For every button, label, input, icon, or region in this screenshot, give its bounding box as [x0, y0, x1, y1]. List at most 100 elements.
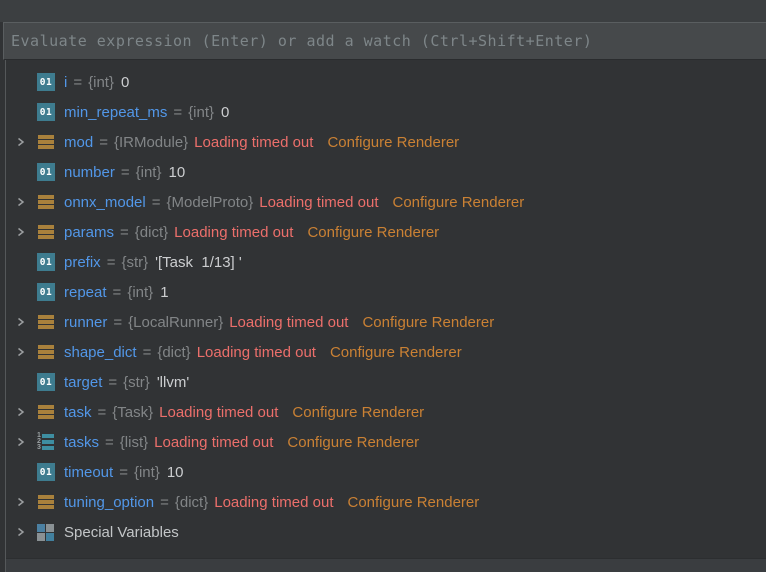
equals-sign: =: [97, 403, 107, 421]
primitive-value-icon: 01: [37, 253, 57, 271]
configure-renderer-link[interactable]: Configure Renderer: [287, 433, 420, 451]
variable-value: 10: [166, 463, 184, 481]
evaluate-expression-input[interactable]: Evaluate expression (Enter) or add a wat…: [3, 22, 766, 60]
equals-sign: =: [112, 283, 122, 301]
object-stack-icon: [37, 493, 57, 511]
01-badge: 01: [37, 463, 55, 481]
equals-sign: =: [105, 433, 114, 451]
variable-name: runner: [64, 313, 108, 331]
variable-type: {int}: [88, 73, 114, 91]
expand-chevron-icon[interactable]: [13, 436, 37, 448]
expand-chevron-icon[interactable]: [13, 526, 37, 538]
expand-chevron-icon[interactable]: [13, 496, 37, 508]
loading-timed-out-text: Loading timed out: [174, 223, 294, 241]
loading-timed-out-text: Loading timed out: [159, 403, 279, 421]
variable-name: mod: [64, 133, 94, 151]
variable-name: i: [64, 73, 68, 91]
variable-type: {ModelProto}: [166, 193, 254, 211]
variable-name: params: [64, 223, 115, 241]
01-badge: 01: [37, 373, 55, 391]
configure-renderer-link[interactable]: Configure Renderer: [347, 493, 480, 511]
variable-name: target: [64, 373, 103, 391]
01-badge: 01: [37, 253, 55, 271]
expand-chevron-icon[interactable]: [13, 346, 37, 358]
expand-chevron-icon[interactable]: [13, 196, 37, 208]
01-badge: 01: [37, 103, 55, 121]
variable-type: {LocalRunner}: [128, 313, 224, 331]
configure-renderer-link[interactable]: Configure Renderer: [307, 223, 440, 241]
configure-renderer-link[interactable]: Configure Renderer: [292, 403, 425, 421]
loading-timed-out-text: Loading timed out: [214, 493, 334, 511]
equals-sign: =: [120, 163, 130, 181]
special-variables-label: Special Variables: [64, 523, 179, 541]
variable-name: min_repeat_ms: [64, 103, 168, 121]
equals-sign: =: [173, 103, 183, 121]
special-variables-grid-icon: [37, 523, 57, 541]
variable-type: {dict}: [174, 493, 209, 511]
variable-type: {dict}: [134, 223, 169, 241]
expand-chevron-icon[interactable]: [13, 316, 37, 328]
expand-chevron-icon[interactable]: [13, 136, 37, 148]
primitive-value-icon: 01: [37, 463, 57, 481]
configure-renderer-link[interactable]: Configure Renderer: [329, 343, 462, 361]
primitive-value-icon: 01: [37, 283, 57, 301]
variable-row[interactable]: onnx_model={ModelProto}Loading timed out…: [0, 187, 766, 217]
equals-sign: =: [113, 313, 123, 331]
primitive-value-icon: 01: [37, 103, 57, 121]
configure-renderer-link[interactable]: Configure Renderer: [327, 133, 460, 151]
variable-type: {int}: [188, 103, 215, 121]
variable-type: {int}: [135, 163, 162, 181]
object-bars: [37, 193, 55, 211]
object-bars: [37, 133, 55, 151]
loading-timed-out-text: Loading timed out: [229, 313, 349, 331]
variable-name: tuning_option: [64, 493, 155, 511]
configure-renderer-link[interactable]: Configure Renderer: [392, 193, 525, 211]
object-stack-icon: [37, 193, 57, 211]
panel-bottom-strip: [6, 558, 766, 572]
variable-type: {str}: [121, 253, 149, 271]
variable-name: onnx_model: [64, 193, 146, 211]
equals-sign: =: [142, 343, 152, 361]
loading-timed-out-text: Loading timed out: [154, 433, 274, 451]
special-variables-row[interactable]: Special Variables: [0, 517, 766, 547]
variable-name: repeat: [64, 283, 107, 301]
panel-divider: [5, 60, 6, 572]
object-stack-icon: [37, 133, 57, 151]
object-bars: [37, 313, 55, 331]
grid-squares: [37, 523, 54, 541]
loading-timed-out-text: Loading timed out: [196, 343, 316, 361]
variable-name: prefix: [64, 253, 101, 271]
variable-name: timeout: [64, 463, 114, 481]
expand-chevron-icon[interactable]: [13, 406, 37, 418]
01-badge: 01: [37, 163, 55, 181]
variable-name: tasks: [64, 433, 100, 451]
variable-value: 10: [168, 163, 186, 181]
configure-renderer-link[interactable]: Configure Renderer: [362, 313, 495, 331]
object-bars: [37, 493, 55, 511]
variable-type: {IRModule}: [113, 133, 189, 151]
expand-chevron-icon[interactable]: [13, 226, 37, 238]
equals-sign: =: [108, 373, 118, 391]
panel-top-strip: [0, 0, 766, 22]
variable-type: {str}: [123, 373, 150, 391]
equals-sign: =: [73, 73, 83, 91]
variable-row[interactable]: runner = {LocalRunner} Loading timed out Con…: [0, 307, 766, 337]
variable-value: 1: [160, 283, 169, 301]
